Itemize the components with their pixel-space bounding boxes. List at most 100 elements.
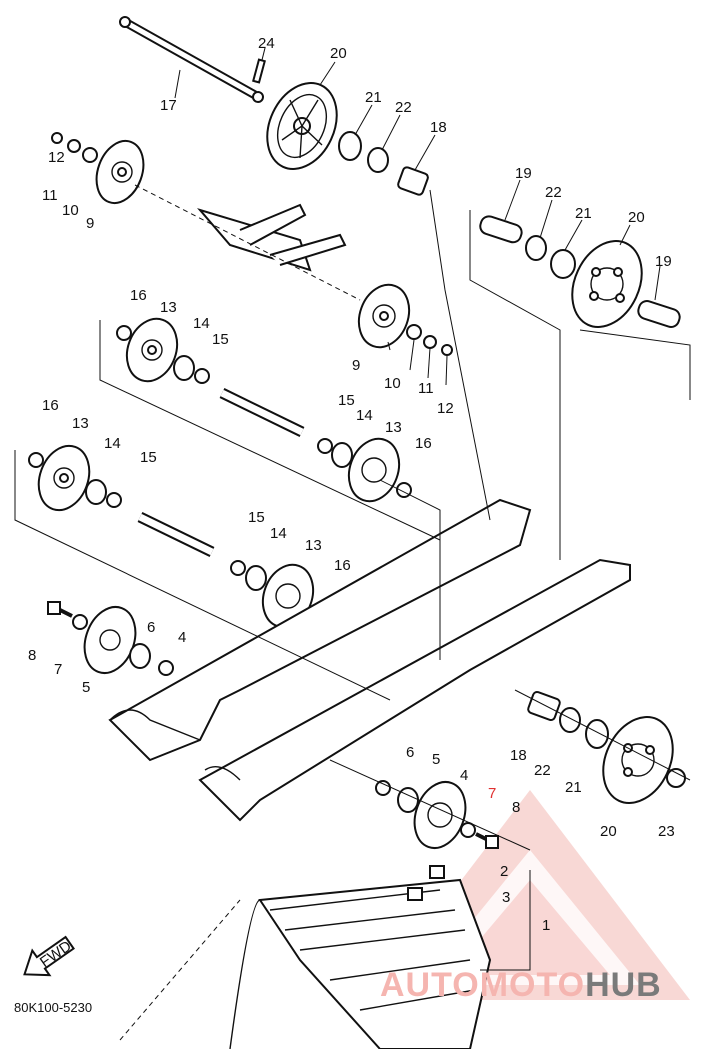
callout-21: 21 (365, 89, 382, 106)
collar-22-right-icon (525, 235, 547, 261)
callout-16: 16 (42, 397, 59, 414)
callout-13: 13 (72, 415, 89, 432)
callout-3: 3 (502, 889, 510, 906)
clip-15-icon (194, 368, 210, 384)
callout-15: 15 (338, 392, 355, 409)
guide-line (119, 899, 241, 1041)
callout-17: 17 (160, 97, 177, 114)
callout-11: 11 (418, 380, 434, 397)
callout-14: 14 (356, 407, 373, 424)
clip-2-icon (429, 865, 445, 879)
wheel-4-icon (83, 606, 137, 674)
callout-18: 18 (510, 747, 527, 764)
callout-5: 5 (432, 751, 440, 768)
slide-rail-right-icon (198, 558, 631, 822)
callout-2: 2 (500, 863, 508, 880)
callout-6: 6 (147, 619, 155, 636)
clip-15b-icon (317, 438, 333, 454)
callout-9: 9 (352, 357, 360, 374)
washer-11-icon (67, 139, 81, 153)
bearing-21-right-icon (550, 249, 576, 279)
wheel-4b-icon (413, 781, 467, 849)
spacer-18b-icon (527, 691, 561, 721)
callout-11: 11 (42, 187, 58, 204)
wheel-13-icon (125, 317, 179, 383)
clip-12-icon (51, 132, 63, 144)
guide-line (469, 210, 561, 560)
forward-arrow-icon (23, 935, 75, 977)
collar-10-icon (82, 147, 98, 163)
collar-10-right-icon (406, 324, 422, 340)
clip-6b-icon (375, 780, 391, 796)
slide-rail-left-icon (108, 498, 532, 762)
clip-3-icon (407, 887, 423, 901)
callout-7: 7 (488, 785, 496, 802)
callout-20: 20 (600, 823, 617, 840)
washer-7-icon (72, 614, 88, 630)
washer-11-right-icon (423, 335, 437, 349)
callout-4: 4 (178, 629, 186, 646)
guide-line (480, 870, 531, 971)
callout-23: 23 (658, 823, 675, 840)
drawing-code: 80K100-5230 (14, 1000, 93, 1015)
callout-21: 21 (565, 779, 582, 796)
callout-9: 9 (86, 215, 94, 232)
callout-20: 20 (330, 45, 347, 62)
callout-12: 12 (437, 400, 454, 417)
bearing-14-icon (173, 355, 195, 381)
guide-line (379, 479, 441, 660)
callout-12: 12 (48, 149, 65, 166)
track-icon (229, 878, 492, 1049)
wheel-20-icon (266, 82, 338, 170)
callout-1: 1 (542, 917, 550, 934)
cap-16-icon (116, 325, 132, 341)
clip-15c-icon (106, 492, 122, 508)
callout-20: 20 (628, 209, 645, 226)
callout-19: 19 (655, 253, 672, 270)
bolt-8-icon (47, 601, 73, 618)
guide-line (134, 184, 361, 301)
callout-14: 14 (104, 435, 121, 452)
watermark-logo: AUTOMOTOHUB (380, 966, 662, 1005)
callout-22: 22 (395, 99, 412, 116)
callout-10: 10 (384, 375, 401, 392)
wheel-13c-icon (37, 444, 91, 512)
guide-line (514, 689, 691, 781)
callout-14: 14 (193, 315, 210, 332)
callout-24: 24 (258, 35, 275, 52)
axle-lower-icon (137, 512, 215, 557)
guide-line (429, 189, 491, 521)
callout-13: 13 (385, 419, 402, 436)
callout-6: 6 (406, 744, 414, 761)
callout-4: 4 (460, 767, 468, 784)
wheel-20b-icon (602, 716, 674, 804)
shaft-17-icon (119, 16, 264, 103)
callout-5: 5 (82, 679, 90, 696)
callout-16: 16 (415, 435, 432, 452)
callout-8: 8 (28, 647, 36, 664)
guide-line (329, 759, 531, 851)
callout-15: 15 (140, 449, 157, 466)
callout-19: 19 (515, 165, 532, 182)
collar-22b-icon (559, 707, 581, 733)
callout-16: 16 (130, 287, 147, 304)
washer-7b-icon (460, 822, 476, 838)
callout-8: 8 (512, 799, 520, 816)
bearing-14c-icon (85, 479, 107, 505)
callout-14: 14 (270, 525, 287, 542)
cap-23-icon (666, 768, 686, 788)
wheel-20-right-icon (571, 240, 643, 328)
watermark-text-part1: AUTOMOTO (380, 966, 586, 1004)
wheel-13b-icon (347, 437, 401, 503)
callout-18: 18 (430, 119, 447, 136)
clip-15d-icon (230, 560, 246, 576)
callout-16: 16 (334, 557, 351, 574)
callout-15: 15 (248, 509, 265, 526)
callout-7: 7 (54, 661, 62, 678)
leader-lines (174, 47, 661, 386)
bearing-21-icon (338, 131, 362, 161)
pin-24-icon (252, 58, 266, 84)
clip-12-right-icon (441, 344, 453, 356)
